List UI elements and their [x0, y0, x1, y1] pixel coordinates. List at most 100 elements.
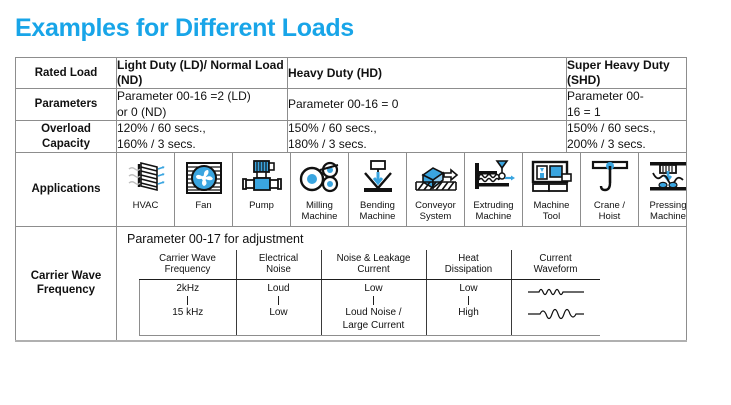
caption-line-2: Hoist — [598, 211, 621, 222]
text-line-2: 16 = 1 — [567, 104, 601, 119]
application-caption: Conveyor System — [415, 201, 456, 222]
application-caption: HVAC — [133, 201, 159, 212]
caption-line-1: HVAC — [132, 200, 159, 212]
range-bottom-value: High — [458, 307, 479, 319]
row-label-applications: Applications — [15, 152, 117, 227]
row-label-parameters: Parameters — [15, 87, 117, 122]
range-indicator: Low Loud Noise / Large Current — [324, 283, 424, 332]
caption-line-1: Extruding — [473, 200, 514, 212]
application-caption: Machine Tool — [534, 201, 570, 222]
range-bottom-value: Loud Noise / — [345, 307, 402, 319]
cell-rated-load-hd: Heavy Duty (HD) — [287, 57, 567, 89]
row-label-rated-load: Rated Load — [15, 57, 117, 89]
caption-line-2: Machine — [650, 211, 686, 222]
caption-line-2: System — [419, 211, 452, 222]
extruding-machine-icon — [471, 157, 517, 199]
table-row-parameters: Parameters Parameter 00-16 =2 (LD) or 0 … — [15, 87, 687, 122]
range-top-value: Low — [364, 282, 383, 294]
page-title: Examples for Different Loads — [15, 14, 354, 42]
load-examples-table: Rated Load Light Duty (LD)/ Normal Load … — [15, 57, 687, 343]
application-caption: Fan — [195, 201, 211, 212]
text-line-2: Duty (SHD) — [567, 58, 670, 87]
text-line-2: 200% / 3 secs. — [567, 136, 646, 151]
header-line-2: Waveform — [533, 263, 578, 275]
header-line-2: Dissipation — [444, 263, 493, 275]
cell-parameters-shd: Parameter 00- 16 = 1 — [566, 87, 687, 122]
text-line-1: Parameter 00-16 = 0 — [288, 96, 399, 111]
caption-line-1: Crane / — [593, 200, 626, 212]
table-row-carrier-wave-frequency: Carrier Wave Frequency Parameter 00-17 f… — [15, 225, 687, 342]
label-line-2: Capacity — [42, 137, 90, 150]
label-line-2: Frequency — [36, 284, 96, 297]
subtable-cell-current-waveform — [510, 278, 600, 337]
header-line-2: Noise — [266, 263, 291, 275]
range-bottom-value: 15 kHz — [172, 307, 204, 319]
cell-parameters-hd: Parameter 00-16 = 0 — [287, 87, 567, 122]
text-line-1: Heavy Duty (HD) — [288, 65, 383, 80]
cell-overload-hd: 150% / 60 secs., 180% / 3 secs. — [287, 120, 567, 154]
carrier-wave-block: Parameter 00-17 for adjustment Carrier W… — [117, 227, 686, 341]
range-top-value: 2kHz — [176, 282, 200, 294]
crane-hoist-icon — [589, 157, 631, 199]
subtable-header-carrier-wave-frequency: Carrier Wave Frequency — [139, 249, 237, 280]
waveform-indicator — [514, 283, 598, 327]
range-connector — [373, 296, 374, 306]
range-connector — [187, 296, 189, 306]
subtable-header-electrical-noise: Electrical Noise — [236, 249, 322, 280]
application-item-pump: Pump — [233, 153, 291, 226]
subtable-header-heat-dissipation: Heat Dissipation — [426, 249, 512, 280]
application-caption: Milling Machine — [302, 201, 338, 222]
text-line-1: 120% / 60 secs., — [117, 121, 206, 136]
subtable-header-row: Carrier Wave Frequency Electrical Noise … — [139, 249, 600, 280]
range-indicator: 2kHz 15 kHz — [142, 283, 234, 319]
text-line-1: Super Heavy — [567, 58, 640, 72]
application-caption: Pressing Machine — [650, 201, 687, 222]
header-line-1: Current — [539, 252, 572, 264]
text-line-1: 150% / 60 secs., — [567, 121, 656, 136]
range-connector — [278, 296, 279, 306]
text-line-1: Parameter 00-16 =2 (LD) — [117, 89, 251, 103]
hvac-icon — [126, 157, 166, 199]
cell-applications: HVAC — [116, 152, 687, 227]
application-item-pressing-machine: Pressing Machine — [639, 153, 697, 225]
header-line-1: Carrier Wave — [159, 252, 216, 264]
application-item-extruding-machine: Extruding Machine — [465, 153, 523, 226]
cell-rated-load-shd: Super Heavy Duty (SHD) — [566, 57, 687, 89]
applications-icon-strip: HVAC — [117, 153, 686, 226]
caption-line-2: Machine — [475, 211, 512, 222]
application-caption: Crane / Hoist — [594, 201, 625, 222]
label-line-1: Overload — [41, 123, 91, 136]
cell-parameters-ld-nd: Parameter 00-16 =2 (LD) or 0 (ND) — [116, 87, 288, 122]
caption-line-1: Pressing — [649, 200, 687, 212]
caption-line-1: Bending — [360, 200, 395, 212]
cell-overload-shd: 150% / 60 secs., 200% / 3 secs. — [566, 120, 687, 154]
table-row-rated-load: Rated Load Light Duty (LD)/ Normal Load … — [15, 57, 687, 89]
milling-machine-icon — [298, 157, 342, 199]
application-caption: Pump — [249, 201, 274, 212]
text-line-2: 160% / 3 secs. — [117, 136, 196, 151]
range-top-value: Low — [459, 282, 478, 294]
text-line-1: Parameter 00- — [567, 89, 644, 103]
application-item-machine-tool: Machine Tool — [523, 153, 581, 226]
caption-line-2: Machine — [301, 211, 338, 222]
sine-waveform-icon — [527, 308, 584, 319]
header-line-1: Heat — [458, 252, 479, 264]
range-bottom-value-2: Large Current — [342, 319, 405, 331]
table-row-overload-capacity: Overload Capacity 120% / 60 secs., 160% … — [15, 120, 687, 154]
bending-machine-icon — [357, 157, 399, 199]
caption-line-1: Fan — [195, 200, 212, 212]
cell-carrier-wave: Parameter 00-17 for adjustment Carrier W… — [116, 225, 687, 342]
pressing-machine-icon — [646, 157, 690, 199]
range-connector — [468, 296, 469, 306]
caption-line-1: Conveyor — [415, 200, 456, 212]
application-caption: Extruding Machine — [473, 201, 513, 222]
application-item-hvac: HVAC — [117, 153, 175, 226]
caption-line-1: Pump — [249, 200, 274, 212]
machine-tool-icon — [529, 157, 575, 199]
header-line-2: Current — [357, 263, 390, 275]
subtable-header-current-waveform: Current Waveform — [511, 249, 600, 280]
text-line-1: 150% / 60 secs., — [288, 121, 377, 136]
fan-icon — [184, 157, 224, 199]
application-item-fan: Fan — [175, 153, 233, 226]
label-line-1: Carrier Wave — [30, 270, 102, 283]
